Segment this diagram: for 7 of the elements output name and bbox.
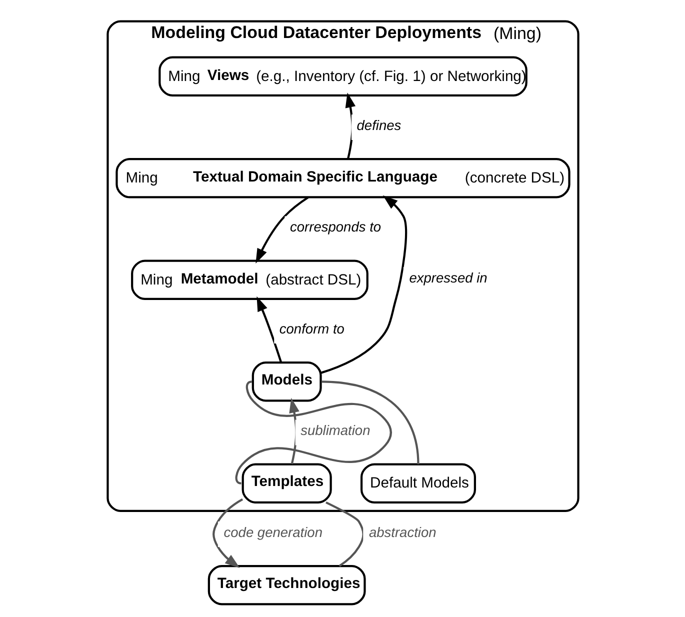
edge-label: sublimation: [300, 423, 370, 438]
edge-label: defines: [356, 118, 401, 133]
edge-label: abstraction: [368, 524, 436, 540]
edge-label: expressed in: [408, 270, 487, 286]
edge-label: code generation: [223, 524, 322, 540]
edge-label: corresponds to: [290, 220, 381, 235]
edge-label: conform to: [278, 321, 344, 336]
